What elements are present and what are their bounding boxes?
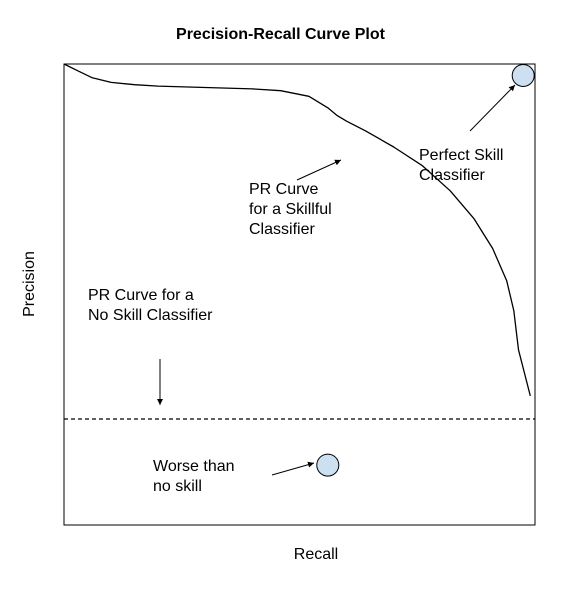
annotation-line: Classifier	[419, 167, 485, 184]
worse-arrow	[271, 461, 315, 476]
perfect-skill-annotation: Perfect Skill Classifier	[419, 146, 503, 186]
perfect-arrow	[469, 84, 516, 132]
skillful-arrow	[296, 159, 342, 181]
skillful-pr-curve	[63, 63, 531, 397]
point-layer	[316, 64, 535, 477]
worse-than-no-skill-point	[316, 453, 340, 477]
annotation-line: Worse than	[153, 458, 235, 475]
chart-title: Precision-Recall Curve Plot	[176, 26, 385, 43]
annotation-line: for a Skillful	[249, 201, 332, 218]
plot-frame	[63, 63, 536, 526]
annotation-line: No Skill Classifier	[88, 307, 213, 324]
skillful-curve-annotation: PR Curve for a Skillful Classifier	[249, 180, 332, 240]
annotation-line: Perfect Skill	[419, 147, 504, 164]
worse-than-no-skill-annotation: Worse than no skill	[153, 457, 235, 497]
annotation-line: PR Curve for a	[88, 287, 194, 304]
y-axis-label: Precision	[21, 251, 38, 317]
annotation-line: Classifier	[249, 221, 315, 238]
no-skill-annotation: PR Curve for a No Skill Classifier	[88, 286, 212, 326]
annotation-line: PR Curve	[249, 181, 319, 198]
series-layer	[63, 63, 535, 420]
annotation-line: no skill	[153, 478, 202, 495]
x-axis-label: Recall	[293, 546, 339, 563]
arrow-layer	[157, 84, 516, 476]
perfect-skill-point	[511, 64, 535, 87]
